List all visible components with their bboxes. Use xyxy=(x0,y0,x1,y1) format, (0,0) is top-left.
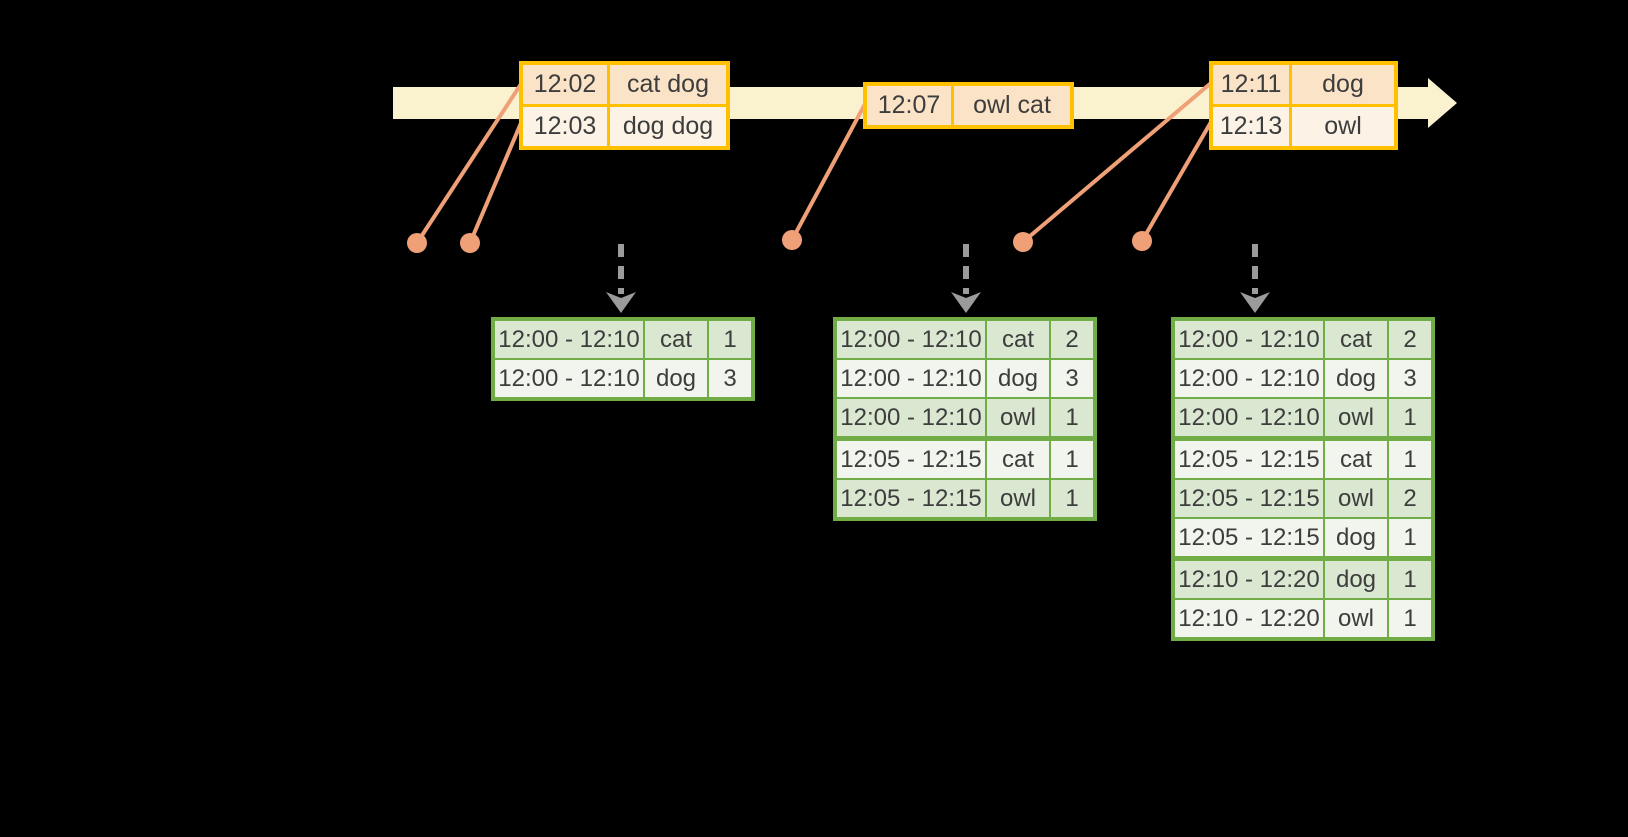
event-marker-dot xyxy=(460,233,480,253)
word-cell: cat xyxy=(985,318,1051,360)
window-cell: 12:05 - 12:15 xyxy=(1172,478,1325,519)
word-cell: owl xyxy=(1323,397,1389,440)
word-cell: cat xyxy=(1323,318,1389,360)
event-marker-dot xyxy=(407,233,427,253)
timeline-arrowhead-icon xyxy=(1428,78,1457,128)
words-cell: cat dog xyxy=(607,61,730,107)
window-cell: 12:00 - 12:10 xyxy=(1172,318,1325,360)
time-cell: 12:13 xyxy=(1209,104,1292,150)
word-cell: owl xyxy=(1323,478,1389,519)
time-cell: 12:07 xyxy=(863,82,954,129)
event-connector-line xyxy=(1140,120,1213,243)
count-cell: 1 xyxy=(1049,478,1096,520)
count-cell: 2 xyxy=(1049,318,1096,360)
window-cell: 12:00 - 12:10 xyxy=(834,318,987,360)
trigger-arrows xyxy=(606,244,1270,313)
count-cell: 2 xyxy=(1387,318,1434,360)
count-cell: 1 xyxy=(1387,397,1434,440)
count-cell: 1 xyxy=(1049,436,1096,480)
event-connector-lines xyxy=(415,81,1213,245)
count-cell: 1 xyxy=(1387,598,1434,640)
count-cell: 3 xyxy=(1387,358,1434,399)
event-connector-line xyxy=(468,121,523,245)
words-cell: owl xyxy=(1289,104,1398,150)
word-cell: dog xyxy=(985,358,1051,399)
words-cell: owl cat xyxy=(951,82,1074,129)
event-marker-dot xyxy=(1132,231,1152,251)
word-cell: owl xyxy=(985,478,1051,520)
words-cell: dog dog xyxy=(607,104,730,150)
count-cell: 1 xyxy=(1049,397,1096,440)
window-cell: 12:00 - 12:10 xyxy=(834,358,987,399)
window-cell: 12:10 - 12:20 xyxy=(1172,556,1325,600)
window-cell: 12:05 - 12:15 xyxy=(1172,517,1325,560)
count-cell: 3 xyxy=(1049,358,1096,399)
event-connector-line xyxy=(790,102,867,242)
trigger-arrow-icon xyxy=(951,292,981,313)
word-cell: dog xyxy=(643,358,709,400)
trigger-arrow-icon xyxy=(606,292,636,313)
word-cell: dog xyxy=(1323,517,1389,560)
event-marker-dot xyxy=(782,230,802,250)
word-cell: cat xyxy=(643,318,709,360)
count-cell: 1 xyxy=(707,318,754,360)
words-cell: dog xyxy=(1289,61,1398,107)
window-cell: 12:00 - 12:10 xyxy=(834,397,987,440)
window-cell: 12:00 - 12:10 xyxy=(492,318,645,360)
word-cell: owl xyxy=(985,397,1051,440)
time-cell: 12:02 xyxy=(519,61,610,107)
window-cell: 12:05 - 12:15 xyxy=(834,478,987,520)
count-cell: 1 xyxy=(1387,517,1434,560)
count-cell: 2 xyxy=(1387,478,1434,519)
word-cell: dog xyxy=(1323,358,1389,399)
window-cell: 12:00 - 12:10 xyxy=(1172,397,1325,440)
word-cell: dog xyxy=(1323,556,1389,600)
trigger-arrow-icon xyxy=(1240,292,1270,313)
count-cell: 1 xyxy=(1387,436,1434,480)
word-cell: owl xyxy=(1323,598,1389,640)
window-cell: 12:00 - 12:10 xyxy=(1172,358,1325,399)
event-marker-dot xyxy=(1013,232,1033,252)
event-marker-dots xyxy=(407,230,1152,253)
window-cell: 12:05 - 12:15 xyxy=(1172,436,1325,480)
time-cell: 12:11 xyxy=(1209,61,1292,107)
window-cell: 12:10 - 12:20 xyxy=(1172,598,1325,640)
time-cell: 12:03 xyxy=(519,104,610,150)
count-cell: 1 xyxy=(1387,556,1434,600)
word-cell: cat xyxy=(1323,436,1389,480)
word-cell: cat xyxy=(985,436,1051,480)
count-cell: 3 xyxy=(707,358,754,400)
window-cell: 12:05 - 12:15 xyxy=(834,436,987,480)
window-cell: 12:00 - 12:10 xyxy=(492,358,645,400)
event-connector-line xyxy=(415,82,523,245)
event-connector-line xyxy=(1021,81,1213,244)
